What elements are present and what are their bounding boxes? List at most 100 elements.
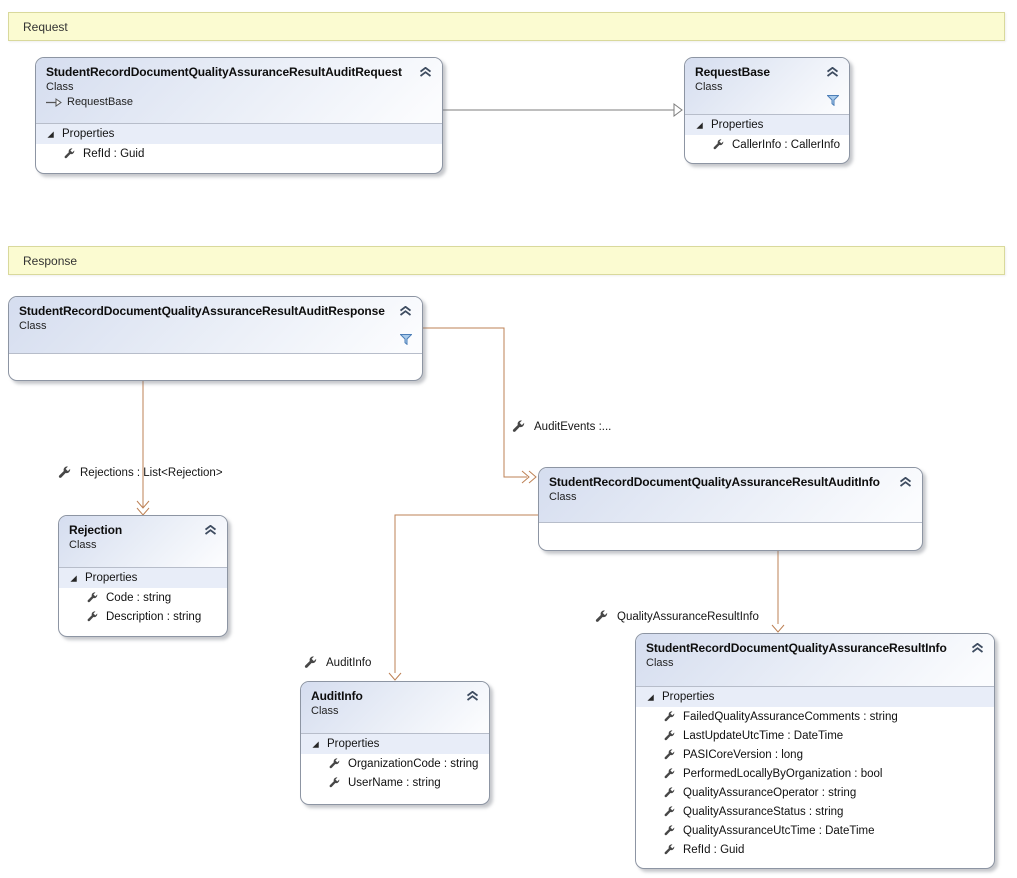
class-kind: Class: [549, 491, 577, 503]
property-label: PASICoreVersion : long: [683, 748, 803, 761]
property-label: PerformedLocallyByOrganization : bool: [683, 767, 883, 780]
property-row[interactable]: UserName : string: [301, 773, 489, 792]
inheritance-connector[interactable]: [443, 103, 683, 117]
rejections-connector[interactable]: [136, 381, 150, 516]
wrench-property-icon: [86, 611, 98, 623]
request-section-label: Request: [23, 19, 68, 34]
property-label: Description : string: [106, 610, 202, 623]
property-row[interactable]: QualityAssuranceUtcTime : DateTime: [636, 821, 994, 840]
class-box-audit-request[interactable]: StudentRecordDocumentQualityAssuranceRes…: [35, 57, 443, 174]
rejections-association-label[interactable]: Rejections : List<Rejection>: [57, 466, 223, 480]
request-section-bar[interactable]: Request: [8, 12, 1005, 41]
class-title: AuditInfo: [311, 689, 363, 703]
class-box-audit-response[interactable]: StudentRecordDocumentQualityAssuranceRes…: [8, 296, 423, 381]
collapse-chevron-icon[interactable]: [419, 67, 432, 77]
property-row[interactable]: LastUpdateUtcTime : DateTime: [636, 726, 994, 745]
class-box-audit-info[interactable]: AuditInfo Class Properties OrganizationC…: [300, 681, 490, 805]
property-label: QualityAssuranceStatus : string: [683, 805, 844, 818]
class-box-audit-info-class[interactable]: StudentRecordDocumentQualityAssuranceRes…: [538, 467, 923, 551]
properties-label: Properties: [62, 128, 115, 140]
wrench-icon: [511, 420, 525, 434]
wrench-property-icon: [663, 825, 675, 837]
expander-triangle-icon: [46, 130, 55, 139]
wrench-property-icon: [663, 711, 675, 723]
property-label: LastUpdateUtcTime : DateTime: [683, 729, 844, 742]
property-label: UserName : string: [348, 776, 441, 789]
property-row[interactable]: QualityAssuranceOperator : string: [636, 783, 994, 802]
property-row[interactable]: Code : string: [59, 588, 227, 607]
property-row[interactable]: PASICoreVersion : long: [636, 745, 994, 764]
collapse-chevron-icon[interactable]: [826, 67, 839, 77]
properties-section-header[interactable]: Properties: [36, 124, 442, 144]
association-label-text: QualityAssuranceResultInfo: [617, 611, 759, 623]
properties-section-header[interactable]: Properties: [685, 115, 849, 135]
properties-section-header[interactable]: Properties: [59, 568, 227, 588]
property-label: OrganizationCode : string: [348, 757, 479, 770]
property-label: QualityAssuranceOperator : string: [683, 786, 857, 799]
class-title: RequestBase: [695, 65, 770, 79]
wrench-property-icon: [63, 148, 75, 160]
class-header: Rejection Class: [59, 516, 227, 568]
property-label: Code : string: [106, 591, 172, 604]
collapse-chevron-icon[interactable]: [466, 691, 479, 701]
properties-label: Properties: [85, 572, 138, 584]
property-row[interactable]: RefId : Guid: [36, 144, 442, 163]
collapse-chevron-icon[interactable]: [204, 525, 217, 535]
class-kind: Class: [46, 81, 74, 93]
wrench-property-icon: [663, 787, 675, 799]
audit-events-connector[interactable]: [423, 327, 537, 484]
class-box-rejection[interactable]: Rejection Class Properties Code : string…: [58, 515, 228, 637]
collapse-chevron-icon[interactable]: [399, 306, 412, 316]
wrench-property-icon: [712, 139, 724, 151]
property-label: CallerInfo : CallerInfo: [732, 138, 841, 151]
class-title: StudentRecordDocumentQualityAssuranceRes…: [646, 641, 947, 655]
wrench-icon: [594, 610, 608, 624]
class-header: RequestBase Class: [685, 58, 849, 115]
wrench-property-icon: [663, 844, 675, 856]
expander-triangle-icon: [311, 740, 320, 749]
filter-icon[interactable]: [827, 95, 839, 106]
wrench-property-icon: [663, 806, 675, 818]
properties-section-header[interactable]: Properties: [301, 734, 489, 754]
properties-section-header[interactable]: Properties: [636, 687, 994, 707]
property-row[interactable]: FailedQualityAssuranceComments : string: [636, 707, 994, 726]
wrench-property-icon: [86, 592, 98, 604]
class-header: StudentRecordDocumentQualityAssuranceRes…: [636, 634, 994, 687]
wrench-icon: [57, 466, 71, 480]
response-section-bar[interactable]: Response: [8, 246, 1005, 275]
class-kind: Class: [311, 705, 339, 717]
property-row[interactable]: RefId : Guid: [636, 840, 994, 859]
audit-info-connector[interactable]: [388, 514, 538, 681]
properties-label: Properties: [711, 119, 764, 131]
filter-row: [695, 93, 839, 110]
class-box-request-base[interactable]: RequestBase Class Properties CallerInfo …: [684, 57, 850, 164]
class-header: StudentRecordDocumentQualityAssuranceRes…: [36, 58, 442, 124]
association-label-text: AuditEvents :...: [534, 421, 612, 433]
wrench-property-icon: [663, 749, 675, 761]
property-row[interactable]: CallerInfo : CallerInfo: [685, 135, 849, 154]
audit-info-association-label[interactable]: AuditInfo: [303, 656, 371, 670]
base-type-row: RequestBase: [46, 96, 432, 108]
wrench-property-icon: [328, 777, 340, 789]
property-label: FailedQualityAssuranceComments : string: [683, 710, 898, 723]
audit-events-association-label[interactable]: AuditEvents :...: [511, 420, 611, 434]
class-title: StudentRecordDocumentQualityAssuranceRes…: [19, 304, 385, 318]
class-kind: Class: [69, 539, 97, 551]
class-header: StudentRecordDocumentQualityAssuranceRes…: [539, 468, 922, 523]
property-row[interactable]: QualityAssuranceStatus : string: [636, 802, 994, 821]
wrench-property-icon: [663, 768, 675, 780]
qa-result-info-association-label[interactable]: QualityAssuranceResultInfo: [594, 610, 759, 624]
class-title: StudentRecordDocumentQualityAssuranceRes…: [46, 65, 402, 79]
inheritance-icon: [46, 98, 62, 107]
property-row[interactable]: PerformedLocallyByOrganization : bool: [636, 764, 994, 783]
property-row[interactable]: Description : string: [59, 607, 227, 626]
class-header: AuditInfo Class: [301, 682, 489, 734]
expander-triangle-icon: [695, 121, 704, 130]
collapse-chevron-icon[interactable]: [971, 643, 984, 653]
collapse-chevron-icon[interactable]: [899, 477, 912, 487]
class-box-qa-result-info[interactable]: StudentRecordDocumentQualityAssuranceRes…: [635, 633, 995, 869]
qa-result-info-connector[interactable]: [771, 551, 785, 633]
filter-icon[interactable]: [400, 334, 412, 345]
property-row[interactable]: OrganizationCode : string: [301, 754, 489, 773]
